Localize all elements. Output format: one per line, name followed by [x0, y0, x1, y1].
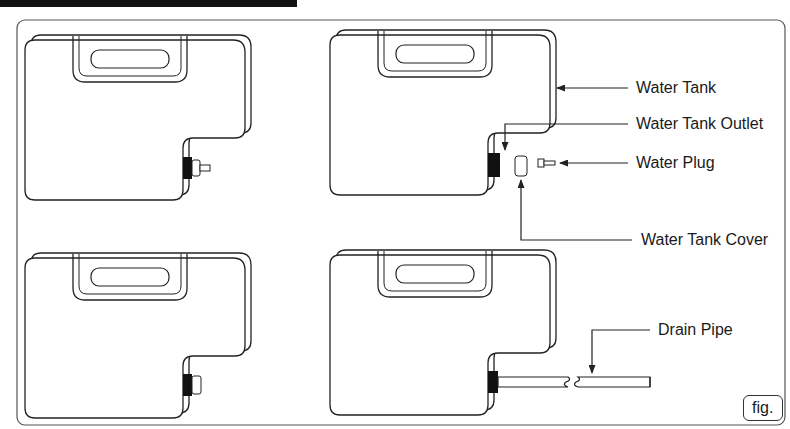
leader-line	[592, 330, 650, 373]
drain-pipe	[498, 377, 570, 387]
water-tank	[330, 250, 650, 415]
leader-line	[521, 180, 632, 240]
part-label: Water Tank Cover	[640, 230, 769, 250]
header-bar	[0, 0, 297, 7]
tank-cover	[192, 160, 200, 176]
part-label: Water Tank Outlet	[635, 114, 764, 134]
water-plug	[538, 159, 544, 167]
tank-cover	[515, 156, 527, 176]
tank-shape	[330, 250, 556, 415]
pipe-end	[649, 377, 650, 387]
tank-outlet	[183, 157, 192, 179]
figure-label: fig.	[752, 398, 774, 418]
part-label: Water Plug	[635, 153, 716, 173]
leader-lines	[505, 88, 650, 373]
leader-line	[505, 124, 628, 150]
tank-shape	[25, 253, 251, 418]
tank-outlet	[183, 374, 192, 396]
figure-frame	[17, 20, 785, 425]
water-tank	[25, 253, 251, 418]
part-label: Drain Pipe	[657, 320, 734, 340]
figure-tag: fig.	[743, 395, 783, 421]
tank-cover	[192, 376, 201, 394]
leader-line	[557, 87, 628, 88]
tank-outlet	[488, 153, 500, 177]
tank-outlet	[488, 371, 498, 393]
water-tank	[330, 30, 556, 195]
water-plug	[544, 161, 555, 165]
leader-line	[560, 162, 628, 163]
part-label: Water Tank	[635, 78, 717, 98]
water-tank	[25, 35, 251, 200]
water-plug	[200, 165, 210, 171]
tank-shape	[25, 35, 251, 200]
drain-pipe	[574, 377, 650, 387]
tank-shape	[330, 30, 556, 195]
